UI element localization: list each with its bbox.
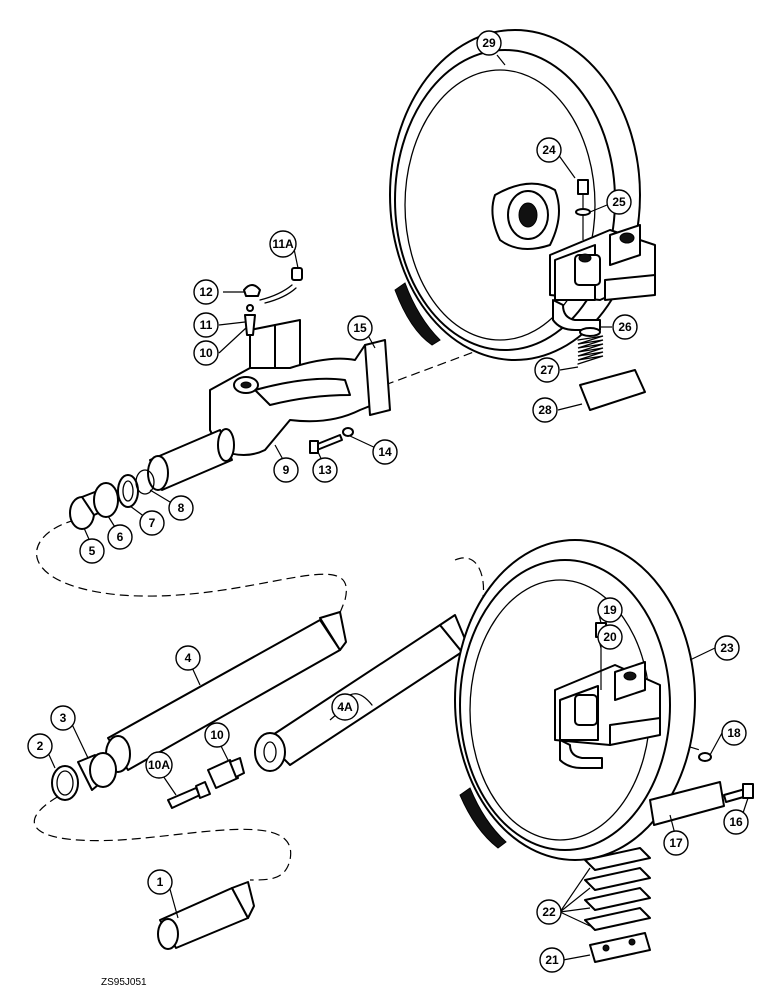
callout-4a: 4A: [331, 693, 359, 721]
callout-12: 12: [193, 279, 219, 305]
callout-5: 5: [79, 538, 105, 564]
fittings-lower: [167, 757, 245, 809]
callout-7: 7: [139, 510, 165, 536]
pin: [157, 881, 255, 950]
callout-22-label: 22: [542, 905, 556, 919]
callout-18-label: 18: [727, 726, 741, 740]
callout-25: 25: [606, 189, 632, 215]
callout-11a-label: 11A: [272, 237, 294, 251]
callout-16-label: 16: [729, 815, 743, 829]
callout-26-label: 26: [618, 320, 632, 334]
callout-22: 22: [536, 899, 562, 925]
callout-20: 20: [597, 624, 623, 650]
callout-4-label: 4: [185, 651, 192, 665]
shafts: [105, 611, 468, 773]
callout-14: 14: [372, 439, 398, 465]
callout-25-label: 25: [612, 195, 626, 209]
callout-11-label: 11: [200, 318, 213, 332]
callout-4a-label: 4A: [337, 700, 353, 714]
callout-10-upper: 10: [193, 340, 219, 366]
callout-24-label: 24: [542, 143, 556, 157]
callout-9-label: 9: [283, 463, 290, 477]
callout-10-lower-label: 10: [210, 728, 224, 742]
callout-15: 15: [347, 315, 373, 341]
callout-5-label: 5: [89, 544, 96, 558]
shims-and-plate: [584, 847, 651, 963]
callout-28: 28: [532, 397, 558, 423]
callout-12-label: 12: [199, 285, 213, 299]
bolt-and-washer: [309, 427, 354, 454]
callout-21-label: 21: [545, 953, 559, 967]
callout-8: 8: [168, 495, 194, 521]
callout-26: 26: [612, 314, 638, 340]
callout-11: 11: [193, 312, 219, 338]
callout-14-label: 14: [378, 445, 392, 459]
callout-20-label: 20: [603, 630, 617, 644]
callout-3: 3: [50, 705, 76, 731]
idler-bracket-upper: [549, 179, 656, 331]
drawing-code: ZS95J051: [101, 977, 147, 988]
callout-29: 29: [476, 30, 502, 56]
callout-29-label: 29: [482, 36, 496, 50]
callout-2: 2: [27, 733, 53, 759]
callout-10a-label: 10A: [148, 758, 170, 772]
callout-13: 13: [312, 457, 338, 483]
callout-10-lower: 10: [204, 722, 230, 748]
callout-16: 16: [723, 809, 749, 835]
callout-6: 6: [107, 524, 133, 550]
callout-7-label: 7: [149, 516, 156, 530]
callout-17-label: 17: [669, 836, 683, 850]
callout-28-label: 28: [538, 403, 552, 417]
callout-1: 1: [147, 869, 173, 895]
plate-and-bolt: [649, 752, 754, 826]
spring-and-block: [577, 327, 646, 411]
callout-23: 23: [714, 635, 740, 661]
seal-group-upper: [69, 469, 155, 530]
callout-27-label: 27: [540, 363, 554, 377]
callout-10a: 10A: [145, 751, 173, 779]
callout-4: 4: [175, 645, 201, 671]
callout-2-label: 2: [37, 739, 44, 753]
callout-11a: 11A: [269, 230, 297, 258]
callout-24: 24: [536, 137, 562, 163]
callout-27: 27: [534, 357, 560, 383]
yoke-assembly: [147, 319, 391, 491]
callout-9: 9: [273, 457, 299, 483]
seal-group-lower: [51, 752, 117, 801]
callout-19: 19: [597, 597, 623, 623]
callout-10-upper-label: 10: [199, 346, 213, 360]
callout-23-label: 23: [720, 641, 734, 655]
callout-18: 18: [721, 720, 747, 746]
callout-8-label: 8: [178, 501, 185, 515]
callout-13-label: 13: [318, 463, 332, 477]
idler-wheel-upper: [389, 29, 641, 361]
callout-6-label: 6: [117, 530, 124, 544]
callout-21: 21: [539, 947, 565, 973]
callout-15-label: 15: [353, 321, 367, 335]
callout-3-label: 3: [60, 711, 67, 725]
callout-1-label: 1: [157, 875, 164, 889]
callout-17: 17: [663, 830, 689, 856]
callout-19-label: 19: [603, 603, 617, 617]
grease-fitting-parts: [243, 267, 303, 336]
